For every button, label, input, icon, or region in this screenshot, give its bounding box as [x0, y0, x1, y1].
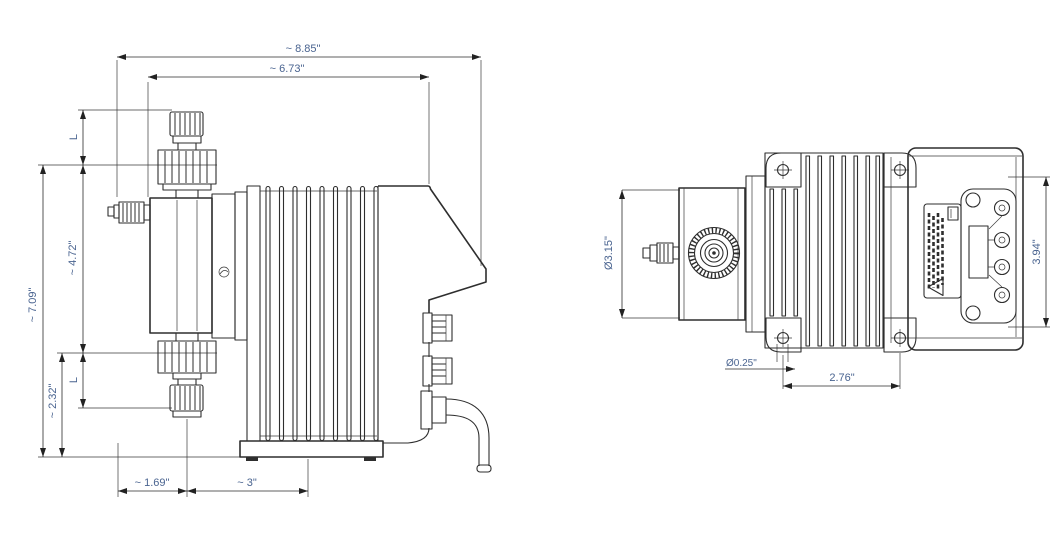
rear-plate-top [883, 153, 892, 348]
mounting-hole [774, 329, 792, 347]
display-window [968, 225, 989, 279]
dim-suction-height: ~ 2.32" [47, 353, 65, 457]
button [993, 199, 1011, 217]
fin [865, 155, 871, 347]
dim-label-fitting-bottom: L [68, 377, 80, 383]
dim-label-hole-spacing: 2.76" [829, 372, 854, 384]
fin [278, 185, 285, 442]
dim-label-suction-height: ~ 2.32" [47, 384, 59, 419]
head-screw-icon [218, 266, 230, 278]
mounting-bracket [765, 152, 917, 353]
cable-gland-connector-2 [422, 355, 453, 387]
warning-triangle-icon [927, 277, 944, 297]
fin [841, 155, 847, 347]
dim-hole-diameter: Ø0.25" [725, 358, 795, 372]
dim-label-valve-spacing: ~ 4.72" [67, 241, 79, 276]
head-adapter-top [745, 175, 766, 333]
dim-label-head-offset: ~ 1.69" [135, 477, 170, 489]
fin [319, 185, 325, 442]
dim-fitting-length-top: L [68, 110, 86, 165]
fin [373, 185, 379, 442]
fin [305, 185, 312, 442]
dim-label-head-diameter: Ø3.15" [603, 236, 615, 270]
motor-cooling-fins [246, 185, 379, 442]
button [993, 286, 1011, 304]
fin [359, 185, 366, 442]
top-extension-lines [622, 176, 1050, 389]
control-panel [960, 188, 1017, 324]
pump-head [149, 191, 248, 341]
button [993, 231, 1011, 249]
dim-label-fitting-top: L [68, 134, 80, 140]
panel-screw-icon [965, 305, 981, 321]
dim-head-offset: ~ 1.69" [118, 477, 187, 494]
dim-base-length: ~ 3" [187, 477, 308, 494]
logo-mark-icon [947, 206, 959, 221]
button [993, 258, 1011, 276]
dim-label-hole-diameter: Ø0.25" [726, 358, 757, 369]
dim-fitting-length-bottom: L [68, 353, 86, 408]
base-plate [239, 440, 384, 461]
mounting-hole [891, 329, 909, 347]
fin [853, 155, 859, 347]
cable-gland-connector-1 [422, 312, 453, 344]
keypad-buttons [993, 199, 1011, 304]
fin [265, 185, 271, 442]
dim-overall-length: ~ 8.85" [117, 43, 481, 60]
bleed-valve [107, 201, 151, 224]
fin [875, 155, 881, 347]
fin [332, 185, 339, 442]
fin [805, 155, 811, 347]
dim-label-base-length: ~ 3" [237, 477, 257, 489]
motor-fins-top [764, 152, 884, 349]
dim-overall-width: 3.94" [1031, 177, 1049, 327]
fin [292, 185, 298, 442]
suction-valve-fitting [157, 332, 217, 418]
dim-head-diameter: Ø3.15" [603, 190, 625, 318]
dim-label-overall-height: ~ 7.09" [27, 288, 39, 323]
dim-overall-height: ~ 7.09" [27, 165, 46, 457]
dim-valve-spacing: ~ 4.72" [67, 165, 86, 353]
dim-hole-spacing: 2.76" [783, 372, 900, 389]
fin [769, 188, 775, 317]
adjustment-dial [687, 226, 741, 280]
mounting-hole [891, 161, 909, 179]
bleed-valve-top [642, 242, 680, 264]
power-cord [420, 390, 492, 473]
fin [781, 188, 787, 317]
dim-label-overall-width: 3.94" [1031, 239, 1043, 264]
fin [829, 155, 835, 347]
dim-label-overall-length: ~ 8.85" [286, 43, 321, 55]
side-view: ~ 8.85" ~ 6.73" L ~ 4.72" L ~ 7.09" ~ 2.… [27, 43, 492, 497]
mounting-hole [774, 161, 792, 179]
top-view: Ø3.15" Ø0.25" 2.76" 3.94" [603, 147, 1050, 389]
fin [793, 188, 799, 317]
fin [346, 185, 352, 442]
label-text-lines [927, 213, 944, 291]
fin [817, 155, 823, 347]
panel-screw-icon [965, 192, 981, 208]
rating-label [923, 203, 962, 299]
discharge-valve-fitting [157, 111, 217, 199]
dim-body-length: ~ 6.73" [148, 63, 429, 80]
dim-label-body-length: ~ 6.73" [270, 63, 305, 75]
